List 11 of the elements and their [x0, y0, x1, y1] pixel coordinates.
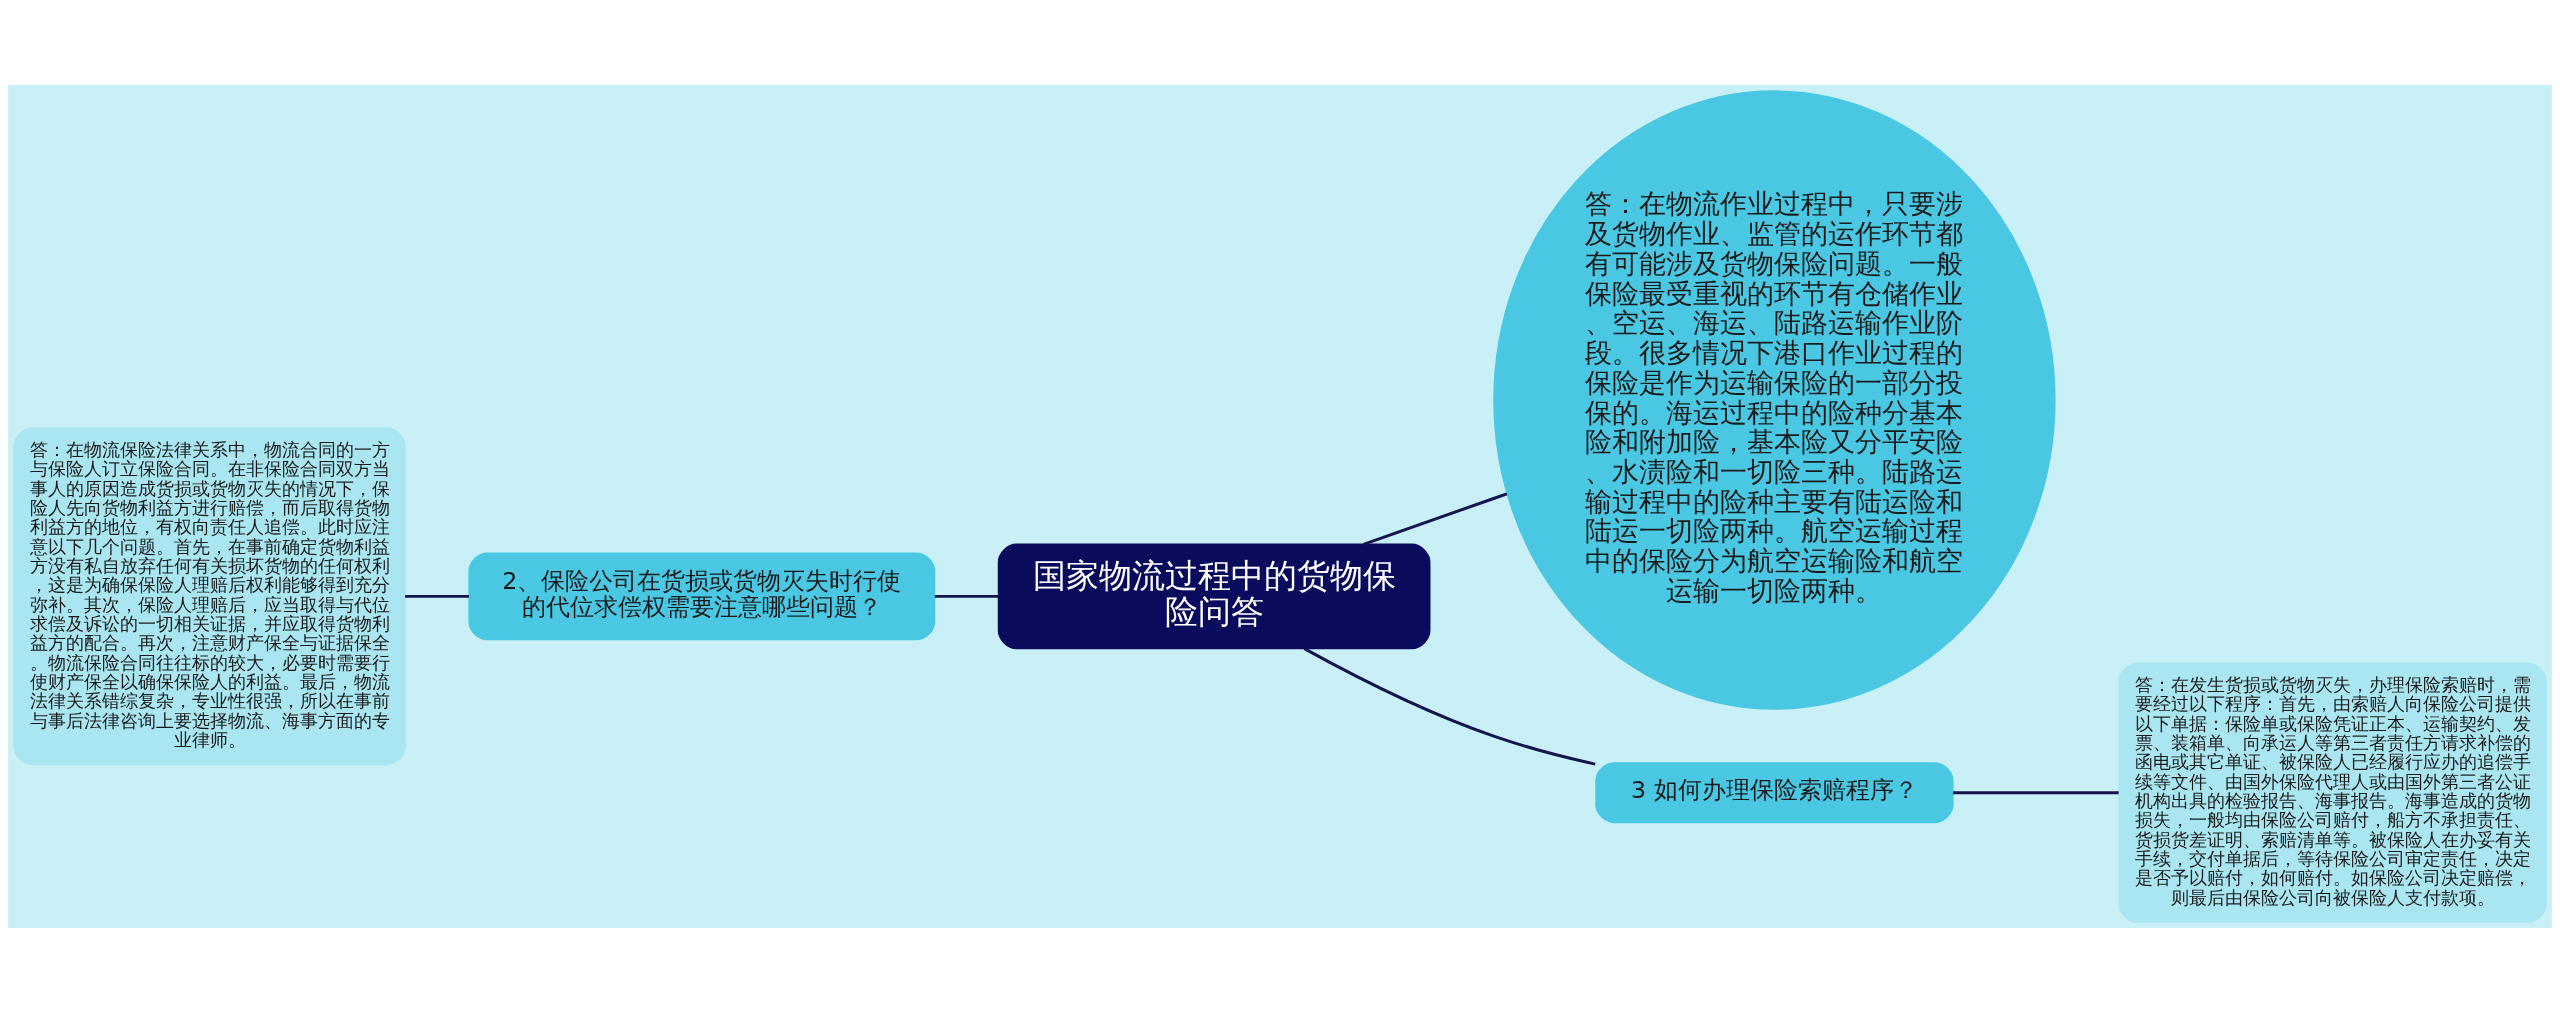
node-box: 2、保险公司在货损或货物灭失时行使的代位求偿权需要注意哪些问题？ — [468, 552, 936, 641]
node-box: 答：在物流保险法律关系中，物流合同的一方与保险人订立保险合同。在非保险合同双方当事人的原因造成货损或货物灭失的情况下，保险人先向货物利益方进行赔偿，而后取得货物利益方的地位，有权向责任人追偿。此时应注意以下几个问题。首先，在事前确定货物利益方没有私自放弃任何有关损坏货物的任何权利，这是为确保保险人理赔后权利能够得到充分弥补。其次，保险人理赔后，应当取得与代位求偿及诉讼的一切相关证据，并应取得货物利益方的配合。再次，注意财产保全与证据保全。物流保险合同往往标的较大，必要时需要行使财产保全以确保保险人的利益。最后，物流法律关系错综复杂，专业性很强，所以在事前与事后法律咨询上要选择物流、海事方面的专业律师。 — [13, 427, 406, 766]
connector — [1953, 791, 2119, 795]
node-circle: 答：在物流作业过程中，只要涉及货物作业、监管的运作环节都有可能涉及货物保险问题。一般保险最受重视的环节有仓储作业、空运、海运、陆路运输作业阶段。很多情况下港口作业过程的保险是作为运输保险的一部分投保的。海运过程中的险种分基本险和附加险，基本险又分平安险、水渍险和一切险三种。陆路运输过程中的险种主要有陆运险和陆运一切险两种。航空运输过程中的保险分为航空运输险和航空运输一切险两种。 — [1493, 90, 2056, 710]
connector — [1303, 647, 1596, 766]
connector — [1363, 492, 1508, 546]
node-box: 3 如何办理保险索赔程序？ — [1595, 762, 1954, 824]
node-box: 答：在发生货损或货物灭失，办理保险索赔时，需要经过以下程序：首先，由索赔人向保险公司提供以下单据：保险单或保险凭证正本、运输契约、发票、装箱单、向承运人等第三者责任方请求补偿的函电或其它单证、被保险人已经履行应办的追偿手续等文件、由国外保险代理人或由国外第三者公证机构出具的检验报告、海事报告。海事造成的货物损失，一般均由保险公司赔付，船方不承担责任、货损货差证明、索赔清单等。被保险人在办妥有关手续，交付单据后，等待保险公司审定责任，决定是否予以赔付，如何赔付。如保险公司决定赔偿，则最后由保险公司向被保险人支付款项。 — [2118, 662, 2547, 923]
connector — [934, 594, 999, 598]
node-box: 国家物流过程中的货物保险问答 — [997, 543, 1431, 650]
connector — [405, 594, 469, 598]
